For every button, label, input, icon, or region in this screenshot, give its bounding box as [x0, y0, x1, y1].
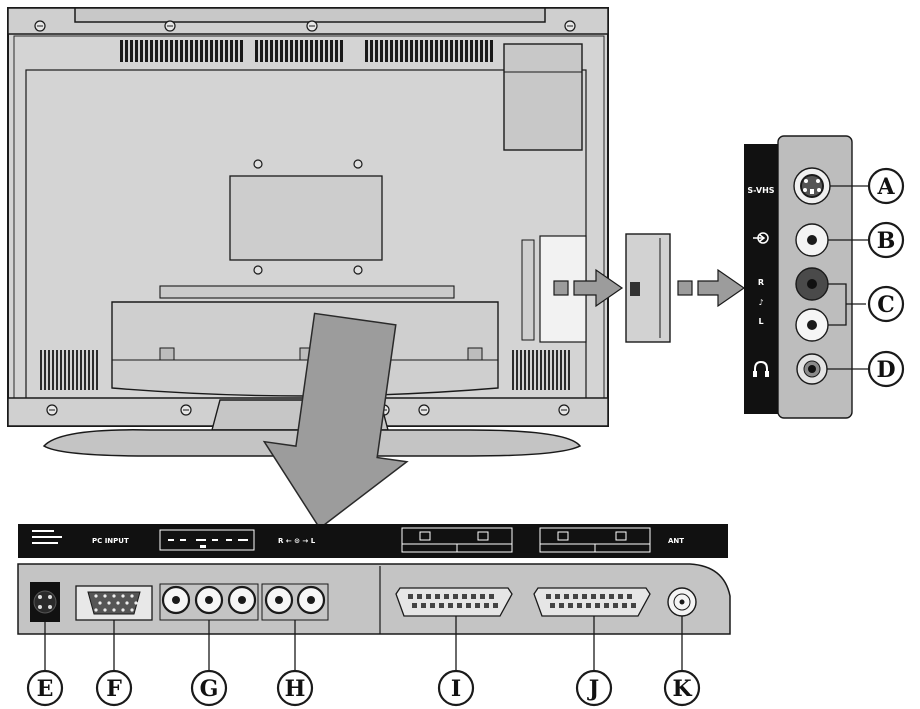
svhs-label: S-VHS — [747, 186, 774, 195]
callout-e: E — [26, 669, 64, 707]
bottom-vent-grille — [40, 350, 570, 390]
video-rca-jack — [795, 223, 829, 257]
audio-right-label: R — [758, 278, 764, 287]
callout-letter: H — [285, 676, 306, 702]
callout-circle — [437, 669, 475, 707]
tv-rear-view — [7, 7, 609, 457]
callout-circle — [190, 669, 228, 707]
callout-letter: K — [672, 676, 692, 702]
callout-circle — [867, 285, 905, 323]
vesa-mount-plate — [229, 175, 383, 261]
component-jacks — [159, 583, 259, 621]
callout-circle — [867, 221, 905, 259]
right-arrow-1 — [553, 268, 624, 308]
callout-f: F — [95, 669, 133, 707]
callout-a: A — [867, 167, 905, 205]
vesa-screws — [253, 159, 363, 275]
scart-1-connector — [395, 587, 513, 617]
scart2-label-box — [539, 527, 651, 553]
audio-rca-jacks — [795, 267, 829, 342]
callout-j: J — [575, 669, 613, 707]
component-label-box — [159, 529, 255, 551]
headphone-jack — [796, 353, 828, 385]
top-vent-grille — [120, 40, 493, 62]
power-rating-text — [32, 530, 62, 544]
audio-in-jacks — [261, 583, 329, 621]
callout-letter: G — [200, 676, 219, 702]
callout-c: C — [867, 285, 905, 323]
callout-letter: B — [877, 228, 896, 254]
callout-circle — [276, 669, 314, 707]
audio-left-label: L — [758, 317, 763, 326]
ant-label: ANT — [668, 537, 684, 545]
callout-k: K — [663, 669, 701, 707]
callout-letter: F — [106, 676, 122, 702]
audio-r-l-label: R ← ⊙ → L — [278, 537, 316, 545]
power-connector — [30, 582, 60, 622]
callout-circle — [95, 669, 133, 707]
callout-circle — [575, 669, 613, 707]
callout-b: B — [867, 221, 905, 259]
callout-circle — [26, 669, 64, 707]
audio-note-icon: ♪ — [758, 298, 763, 307]
antenna-connector — [667, 587, 697, 617]
side-connector-block — [625, 233, 671, 343]
callout-circle — [867, 167, 905, 205]
rear-connector-panel: PC INPUT R ← ⊙ → L ANT — [17, 524, 731, 672]
pc-input-label: PC INPUT — [92, 537, 129, 545]
callout-letter: D — [876, 357, 895, 383]
headphone-icon — [753, 360, 769, 377]
callout-d: D — [867, 350, 905, 388]
vga-connector — [75, 585, 153, 621]
component-label-marks — [168, 539, 248, 548]
callout-letter: J — [587, 676, 599, 702]
connector-callouts: A B C D E F G H I J K — [26, 167, 905, 707]
callout-circle — [867, 350, 905, 388]
callout-letter: A — [876, 174, 895, 200]
callout-circle — [663, 669, 701, 707]
scart1-label-box — [401, 527, 513, 553]
callout-letter: I — [451, 676, 461, 702]
callout-letter: E — [37, 676, 54, 702]
callout-letter: C — [877, 292, 895, 318]
right-arrow-2 — [677, 268, 746, 308]
side-panel: S-VHS R ♪ L — [744, 135, 868, 419]
svideo-connector — [793, 167, 831, 205]
callout-h: H — [276, 669, 314, 707]
upper-right-module — [503, 43, 583, 151]
side-label-strip — [744, 144, 778, 414]
callout-g: G — [190, 669, 228, 707]
scart-2-connector — [533, 587, 651, 617]
callout-i: I — [437, 669, 475, 707]
video-in-icon — [753, 232, 769, 244]
